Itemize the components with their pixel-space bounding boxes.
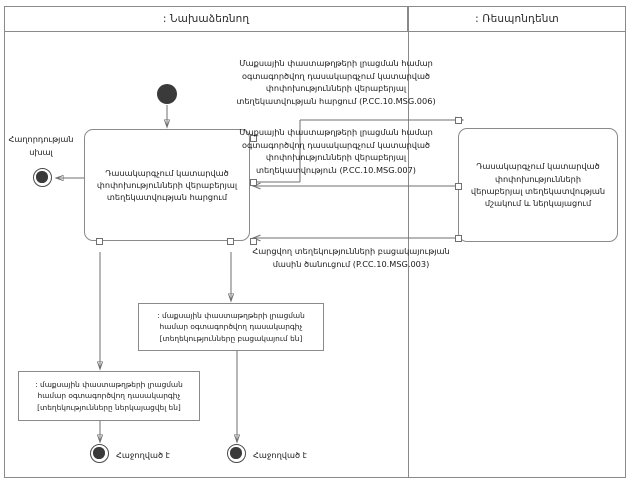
pin-process-in-msg006[interactable] [455,117,462,124]
object-node-classifier-absent[interactable]: : մաքսային փաստաթղթերի լրացման համար օգտ… [138,303,324,351]
pin-request-top-right[interactable] [250,135,257,142]
pin-process-out-msg007[interactable] [455,183,462,190]
pin-process-out-msg003[interactable] [455,235,462,242]
activity-process-information[interactable]: Դասակարգչում կատարված փոփոխությունների վ… [458,128,618,242]
pin-request-out-absent[interactable] [227,238,234,245]
swimlane-header-initiator: : Նախաձեռնող [4,6,408,32]
swimlane-label-respondent: : Ռեսպոնդենտ [475,13,559,25]
swimlane-header-respondent: : Ռեսպոնդենտ [408,6,626,32]
final-node-success-1[interactable] [90,444,109,463]
final-node-error[interactable] [33,168,52,187]
message-label-msg007: Մաքսային փաստաթղթերի լրացման համար օգտագ… [239,127,433,176]
message-label-msg006: Մաքսային փաստաթղթերի լրացման համար օգտագ… [236,58,436,107]
message-label-msg003: Հարցվող տեղեկությունների բացակայության մ… [252,246,450,269]
object-node-classifier-provided[interactable]: : մաքսային փաստաթղթերի լրացման համար օգտ… [18,371,200,421]
swimlane-divider [408,32,409,478]
final-node-success-2[interactable] [227,444,246,463]
label-final-success-2: Հաջողված է [253,450,307,460]
label-final-success-1: Հաջողված է [116,450,170,460]
object-node-classifier-provided-label: : մաքսային փաստաթղթերի լրացման համար օգտ… [35,379,183,412]
pin-request-out-msg006[interactable] [250,179,257,186]
activity-process-label: Դասակարգչում կատարված փոփոխությունների վ… [470,161,606,209]
initial-node[interactable] [157,84,177,104]
pin-request-in-msg007[interactable] [250,238,257,245]
swimlane-label-initiator: : Նախաձեռնող [162,13,250,25]
activity-request-information[interactable]: Դասակարգչում կատարված փոփոխությունների վ… [84,129,250,241]
activity-request-label: Դասակարգչում կատարված փոփոխությունների վ… [96,167,238,203]
object-node-classifier-absent-label: : մաքսային փաստաթղթերի լրացման համար օգտ… [157,310,305,343]
label-final-error: Հաղորդության սխալ [8,134,74,157]
pin-request-out-provided[interactable] [96,238,103,245]
